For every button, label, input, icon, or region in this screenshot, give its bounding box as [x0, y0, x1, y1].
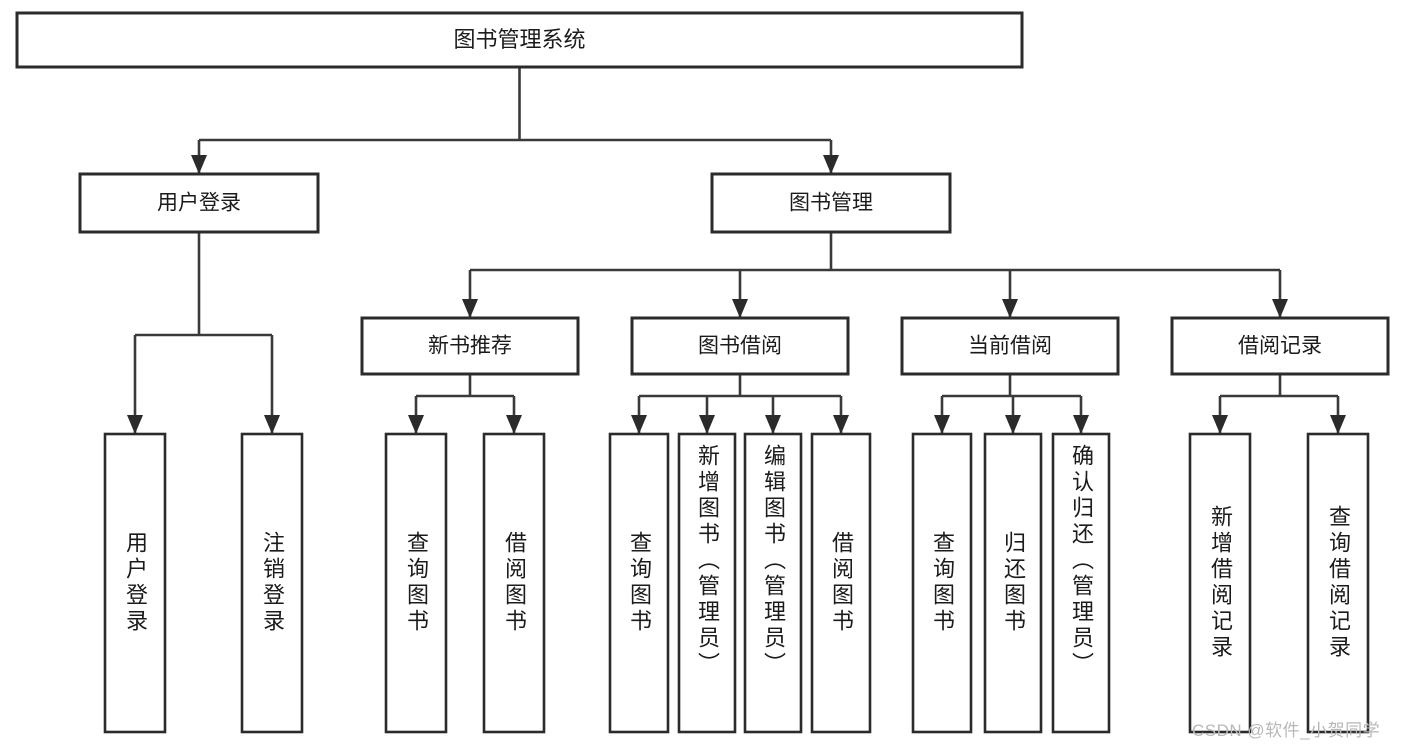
arrow-head-icon-leaf-query-book-recommend	[408, 415, 424, 434]
arrow-head-icon-leaf-return-book	[1005, 415, 1021, 434]
node-box-leaf-borrow-book-recommend[interactable]	[482, 432, 546, 734]
node-label-book-borrow: 图书借阅	[698, 335, 782, 358]
node-box-layer	[15, 11, 1390, 734]
arrow-head-icon-leaf-edit-book-admin	[765, 415, 781, 434]
arrow-head-icon-leaf-user-logout	[264, 415, 280, 434]
node-label-current-borrow: 当前借阅	[968, 335, 1052, 358]
node-box-borrow-record[interactable]	[1170, 316, 1390, 376]
node-box-leaf-edit-book-admin[interactable]	[743, 432, 803, 734]
arrow-head-icon-leaf-borrow-book	[833, 415, 849, 434]
arrow-head-icon-leaf-query-borrow-record	[1330, 415, 1346, 434]
node-box-leaf-user-login[interactable]	[103, 432, 167, 734]
arrow-head-icon-leaf-add-borrow-record	[1212, 415, 1228, 434]
node-box-leaf-query-book-current[interactable]	[911, 432, 973, 734]
node-box-root[interactable]	[15, 11, 1024, 69]
node-box-leaf-query-book-recommend[interactable]	[384, 432, 448, 734]
arrow-head-icon-leaf-borrow-book-recommend	[506, 415, 522, 434]
node-box-leaf-query-book-borrow[interactable]	[608, 432, 670, 734]
arrow-head-icon-leaf-query-book-current	[934, 415, 950, 434]
node-box-leaf-return-book[interactable]	[983, 432, 1043, 734]
arrow-head-icon-leaf-confirm-return-admin	[1073, 415, 1089, 434]
node-box-leaf-add-book-admin[interactable]	[677, 432, 737, 734]
arrow-head-icon-book-borrow	[732, 299, 748, 318]
node-label-new-book-recommend: 新书推荐	[428, 335, 512, 358]
arrow-head-icon-user-login	[191, 155, 207, 174]
node-label-root: 图书管理系统	[453, 27, 585, 52]
arrow-head-icon-new-book-recommend	[462, 299, 478, 318]
node-box-book-management[interactable]	[710, 172, 952, 234]
node-box-leaf-add-borrow-record[interactable]	[1188, 432, 1252, 734]
arrow-head-icon-leaf-query-book-borrow	[631, 415, 647, 434]
connector-layer	[127, 67, 1346, 434]
arrow-head-icon-leaf-user-login	[127, 415, 143, 434]
arrow-head-icon-book-management	[823, 155, 839, 174]
arrow-head-icon-borrow-record	[1272, 299, 1288, 318]
node-box-current-borrow[interactable]	[900, 316, 1120, 376]
node-box-book-borrow[interactable]	[630, 316, 850, 376]
node-box-new-book-recommend[interactable]	[360, 316, 580, 376]
node-label-user-login: 用户登录	[157, 192, 241, 215]
node-box-leaf-query-borrow-record[interactable]	[1306, 432, 1370, 734]
arrow-head-icon-leaf-add-book-admin	[699, 415, 715, 434]
node-label-borrow-record: 借阅记录	[1238, 335, 1322, 358]
node-box-leaf-user-logout[interactable]	[240, 432, 304, 734]
arrow-head-icon-current-borrow	[1002, 299, 1018, 318]
node-box-leaf-confirm-return-admin[interactable]	[1051, 432, 1111, 734]
node-box-leaf-borrow-book[interactable]	[810, 432, 872, 734]
node-label-book-management: 图书管理	[789, 192, 873, 215]
watermark-credit: CSDN @软件_小贺同学	[1192, 721, 1381, 740]
node-box-user-login[interactable]	[78, 172, 320, 234]
